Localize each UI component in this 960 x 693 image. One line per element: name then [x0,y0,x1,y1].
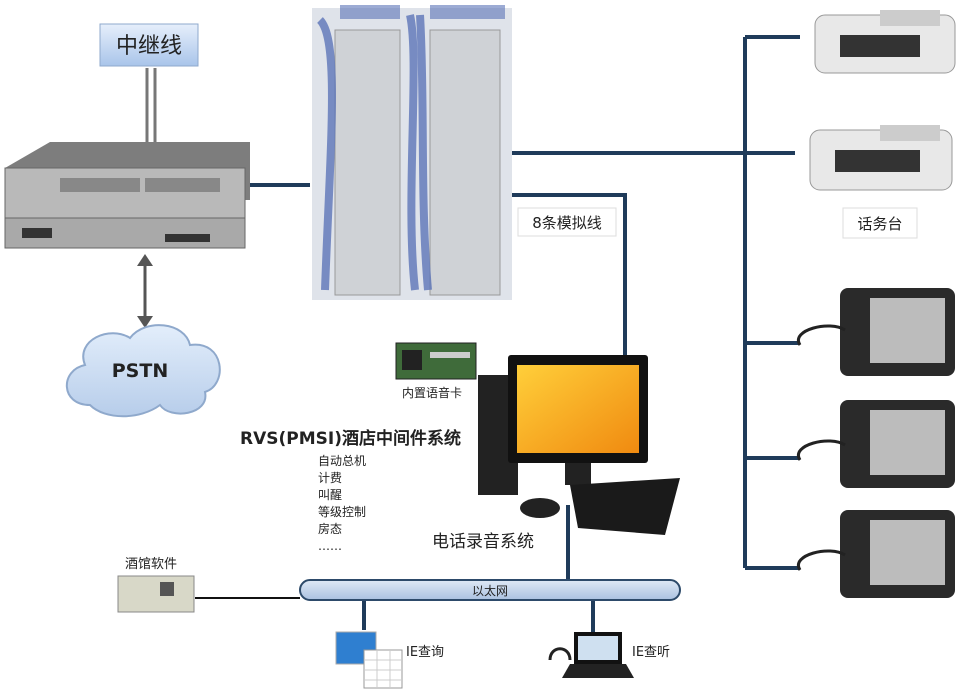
pstn-cloud: PSTN [65,324,221,418]
feature-item: 计费 [318,471,342,485]
ie-listen-label: IE查听 [632,645,670,660]
pbx-device [4,142,250,249]
feature-item: 等级控制 [318,505,366,519]
ie-query-pc [335,631,403,689]
voice-card-label: 内置语音卡 [402,385,462,400]
trunk-line-box: 中继线 [99,23,199,67]
ethernet-label: 以太网 [472,583,508,598]
extension-phone [796,288,955,376]
extension-phone [796,510,955,598]
middleware-feature-list: 自动总机 计费 叫醒 等级控制 房态 …… [318,454,366,553]
feature-item: …… [318,539,342,553]
recording-system-label: 电话录音系统 [432,532,534,552]
extension-phone [796,400,955,488]
feature-item: 叫醒 [318,488,342,502]
pstn-label: PSTN [112,360,168,382]
ethernet-bus: 以太网 [299,579,681,601]
distribution-frame [312,5,512,300]
recording-computer [478,355,680,535]
trunk-line-label: 中继线 [116,34,182,59]
hotel-software-label: 酒馆软件 [125,557,177,572]
hotel-software-server [117,575,195,613]
connections [137,35,800,632]
operator-console-phone [814,10,956,74]
ie-listen-laptop [548,632,634,678]
feature-item: 自动总机 [318,454,366,468]
feature-item: 房态 [318,521,342,536]
operator-console-label: 话务台 [857,215,902,233]
middleware-title: RVS(PMSI)酒店中间件系统 [240,428,461,449]
analog-lines-label: 8条模拟线 [532,214,602,232]
voice-card [395,342,477,380]
ie-query-label: IE查询 [406,645,444,660]
operator-console-phone [809,125,953,191]
